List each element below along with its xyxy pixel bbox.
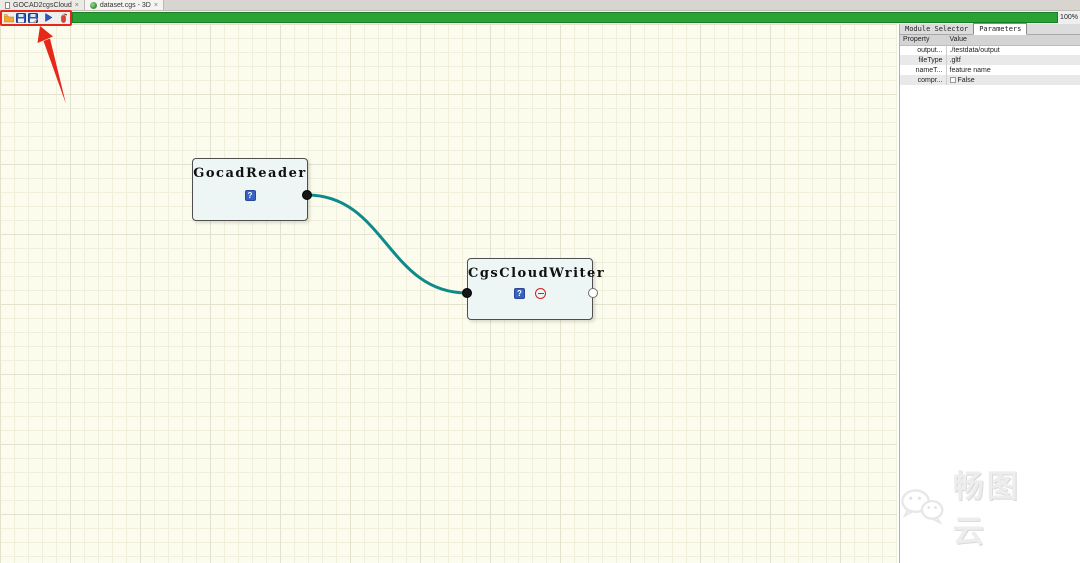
wechat-icon <box>901 489 944 525</box>
property-cell: output... <box>900 45 947 55</box>
document-tab-bar: GOCAD2cgsCloud × dataset.cgs - 3D × <box>0 0 1080 11</box>
node-graph-canvas[interactable]: GocadReader ? CgsCloudWriter ? <box>0 24 899 563</box>
progress-percent-label: 100% <box>1060 14 1078 21</box>
save-as-icon <box>28 12 38 23</box>
property-cell: compr... <box>900 75 947 85</box>
checkbox-unchecked[interactable] <box>949 76 956 83</box>
toolbar-band: 100% <box>0 11 1080 24</box>
node-title: GocadReader <box>193 166 307 181</box>
help-icon[interactable]: ? <box>514 288 525 299</box>
output-port-cgscloudwriter[interactable] <box>588 288 598 298</box>
node-cgscloudwriter[interactable]: CgsCloudWriter ? <box>467 258 606 320</box>
save-as-button[interactable] <box>28 12 38 23</box>
table-row[interactable]: nameT... feature name <box>900 65 1080 75</box>
table-row[interactable]: output... ./testdata/output <box>900 45 1080 55</box>
tab-dataset-cgs-3d[interactable]: dataset.cgs - 3D × <box>84 0 164 10</box>
table-row[interactable]: fileType .gltf <box>900 55 1080 65</box>
parameters-table: Property Value output... ./testdata/outp… <box>900 35 1080 85</box>
tab-parameters[interactable]: Parameters <box>973 23 1028 35</box>
extinguisher-icon <box>61 13 68 23</box>
tab-label: dataset.cgs - 3D <box>99 1 151 9</box>
open-button[interactable] <box>4 13 14 23</box>
table-row[interactable]: compr... False <box>900 75 1080 85</box>
checkbox-label: False <box>957 76 975 84</box>
play-icon <box>45 13 53 22</box>
help-icon[interactable]: ? <box>244 190 256 201</box>
disabled-icon[interactable] <box>535 288 546 299</box>
input-port-cgscloudwriter[interactable] <box>462 288 472 298</box>
tab-module-selector[interactable]: Module Selector <box>900 24 974 34</box>
node-gocadreader[interactable]: GocadReader ? <box>192 158 308 221</box>
table-header-row: Property Value <box>900 35 1080 46</box>
save-button[interactable] <box>16 12 26 23</box>
save-icon <box>16 12 26 23</box>
panel-tab-bar: Module Selector Parameters <box>900 23 1080 35</box>
document-icon <box>5 1 10 9</box>
run-button[interactable] <box>44 13 53 23</box>
globe-icon <box>89 1 97 9</box>
property-column-header[interactable]: Property <box>900 35 947 46</box>
progress-bar <box>72 12 1058 23</box>
close-icon[interactable]: × <box>74 1 79 9</box>
watermark-text: 畅图云 <box>952 469 1021 549</box>
property-cell: fileType <box>900 55 947 65</box>
stop-button[interactable] <box>59 13 68 23</box>
value-column-header[interactable]: Value <box>946 35 1080 46</box>
value-cell[interactable]: False <box>946 75 1080 85</box>
properties-panel: Module Selector Parameters Property Valu… <box>899 23 1080 563</box>
tab-gocad2cgscloud[interactable]: GOCAD2cgsCloud × <box>0 0 85 10</box>
connection-edge[interactable] <box>305 193 469 295</box>
folder-open-icon <box>4 13 14 22</box>
toolbar <box>0 12 80 23</box>
output-port-gocadreader[interactable] <box>302 190 312 200</box>
value-cell[interactable]: ./testdata/output <box>949 46 1000 54</box>
value-cell[interactable]: .gltf <box>949 56 961 64</box>
edge-layer <box>305 193 469 295</box>
tab-label: GOCAD2cgsCloud <box>13 1 72 9</box>
value-cell[interactable]: feature name <box>949 66 991 74</box>
node-title: CgsCloudWriter <box>468 266 606 281</box>
close-icon[interactable]: × <box>153 1 158 9</box>
watermark: 畅图云 <box>900 461 1052 551</box>
property-cell: nameT... <box>900 65 947 75</box>
